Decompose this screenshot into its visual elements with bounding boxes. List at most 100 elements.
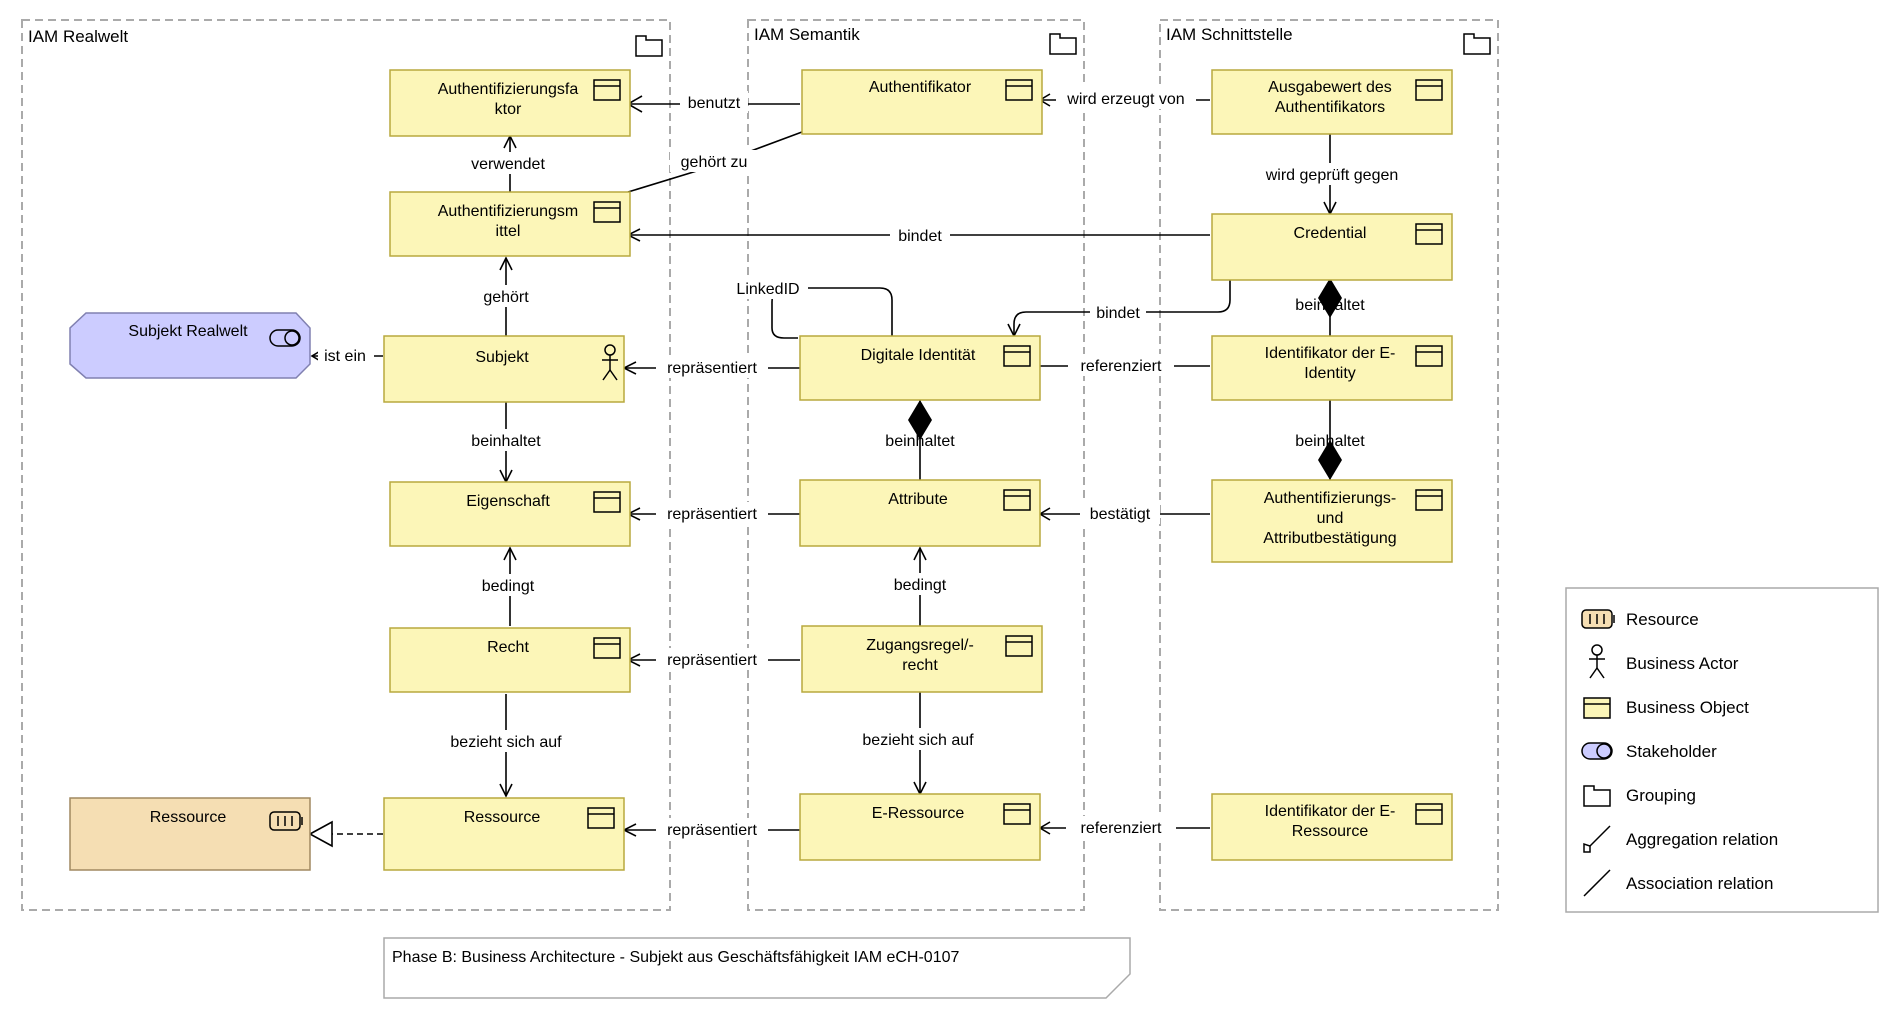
resource-icon — [269, 811, 303, 831]
legend-item-grouping: Grouping — [1583, 785, 1696, 807]
grouping-icon — [1049, 33, 1077, 55]
legend-label: Business Actor — [1626, 654, 1739, 673]
relation-label: beinhaltet — [1295, 433, 1365, 450]
relation-label: wird erzeugt von — [1066, 91, 1184, 108]
relation-label: ist ein — [324, 348, 366, 365]
element-identifikator-e-ressource[interactable]: Identifikator der E- Ressource — [1211, 793, 1453, 861]
legend-label: Business Object — [1626, 698, 1749, 717]
element-e-ressource[interactable]: E-Ressource — [799, 793, 1041, 861]
relation-label: bedingt — [482, 578, 535, 595]
legend-label: Stakeholder — [1626, 742, 1717, 761]
relation-label: repräsentiert — [667, 360, 757, 377]
caption-note: Phase B: Business Architecture - Subjekt… — [383, 937, 1131, 999]
element-label: Subjekt Realwelt — [128, 323, 248, 340]
relation-label: referenziert — [1081, 820, 1162, 837]
stakeholder-icon — [1581, 742, 1613, 760]
relation-label: bezieht sich auf — [862, 732, 974, 749]
relation-label: repräsentiert — [667, 822, 757, 839]
legend-label: Resource — [1626, 610, 1699, 629]
element-label: E-Ressource — [872, 805, 965, 822]
element-label: und — [1317, 510, 1344, 527]
element-eigenschaft[interactable]: Eigenschaft — [389, 481, 631, 547]
element-label: Identifikator der E- — [1265, 803, 1396, 820]
element-label: Attributbestätigung — [1263, 530, 1396, 547]
element-label: Eigenschaft — [466, 493, 550, 510]
element-zugangsregel[interactable]: Zugangsregel/- recht — [801, 625, 1043, 693]
legend: Resource Business Actor Business Object — [1565, 587, 1879, 913]
element-label: Ressource — [464, 809, 541, 826]
element-label: Recht — [487, 639, 529, 656]
aggregation-relation-icon — [1583, 825, 1611, 853]
relation-label: referenziert — [1081, 358, 1162, 375]
resource-icon — [1581, 609, 1615, 629]
arrow-head — [913, 546, 927, 561]
element-label: Ressource — [1292, 823, 1369, 840]
legend-label: Aggregation relation — [1626, 830, 1778, 849]
element-identifikator-e-identity[interactable]: Identifikator der E- Identity — [1211, 335, 1453, 401]
relation-label: bezieht sich auf — [450, 734, 562, 751]
element-credential[interactable]: Credential — [1211, 213, 1453, 281]
relation-label: verwendet — [471, 156, 545, 173]
arrow-head — [499, 256, 513, 271]
element-label: Identity — [1304, 365, 1356, 382]
aggregation-diamond — [908, 400, 932, 440]
element-label: Authentifikator — [869, 79, 972, 96]
element-subjekt-realwelt[interactable]: Subjekt Realwelt — [69, 312, 311, 379]
relation-label: bindet — [898, 228, 942, 245]
legend-item-association-relation: Association relation — [1583, 869, 1773, 897]
element-label: Ausgabewert des — [1268, 79, 1392, 96]
legend-item-business-object: Business Object — [1583, 697, 1749, 719]
element-label: Digitale Identität — [861, 347, 976, 364]
group-schnittstelle[interactable]: IAM Schnittstelle — [1159, 19, 1499, 911]
business-actor-icon — [602, 344, 618, 381]
element-label: Authentifikators — [1275, 99, 1385, 116]
business-actor-icon — [1589, 644, 1605, 679]
element-subjekt[interactable]: Subjekt — [383, 335, 625, 403]
relation-label: beinhaltet — [1295, 297, 1365, 314]
relation-label: beinhaltet — [471, 433, 541, 450]
legend-item-stakeholder: Stakeholder — [1581, 742, 1717, 761]
element-bestaetigung[interactable]: Authentifizierungs- und Attributbestätig… — [1211, 479, 1453, 563]
relation-label: bestätigt — [1090, 506, 1151, 523]
element-label: ittel — [496, 223, 521, 240]
association-relation-icon — [1583, 869, 1611, 897]
element-authentifikator[interactable]: Authentifikator — [801, 69, 1043, 135]
group-semantik-label: IAM Semantik — [754, 25, 860, 44]
grouping-icon — [1583, 785, 1611, 807]
arrow-head — [503, 546, 517, 561]
legend-label: Association relation — [1626, 874, 1773, 893]
group-realwelt[interactable]: IAM Realwelt — [21, 19, 671, 911]
relation-label: bindet — [1096, 305, 1140, 322]
stakeholder-icon — [269, 329, 301, 347]
group-realwelt-label: IAM Realwelt — [28, 27, 128, 46]
element-authentifizierungsfaktor[interactable]: Authentifizierungsfa ktor — [389, 69, 631, 137]
element-digitale-identitaet[interactable]: Digitale Identität — [799, 335, 1041, 401]
element-label: Authentifizierungsm — [438, 203, 579, 220]
element-label: Attribute — [888, 491, 948, 508]
relation-label: benutzt — [688, 95, 741, 112]
element-ausgabewert[interactable]: Ausgabewert des Authentifikators — [1211, 69, 1453, 135]
element-ressource-resource[interactable]: Ressource — [69, 797, 311, 871]
grouping-icon — [1463, 33, 1491, 55]
element-authentifizierungsmittel[interactable]: Authentifizierungsm ittel — [389, 191, 631, 257]
element-label: Identifikator der E- — [1265, 345, 1396, 362]
element-label: Subjekt — [475, 349, 529, 366]
grouping-icon — [635, 35, 663, 57]
arrow-head — [499, 783, 513, 798]
aggregation-diamond — [1318, 278, 1342, 318]
element-label: Zugangsregel/- — [866, 637, 974, 654]
relation-label: wird geprüft gegen — [1265, 167, 1399, 184]
element-label: Authentifizierungsfa — [438, 81, 579, 98]
element-label: Credential — [1294, 225, 1367, 242]
relation-label: gehört zu — [681, 154, 748, 171]
relation-label: bedingt — [894, 577, 947, 594]
legend-item-aggregation-relation: Aggregation relation — [1583, 825, 1778, 853]
legend-item-resource: Resource — [1581, 609, 1699, 629]
element-recht[interactable]: Recht — [389, 627, 631, 693]
relation-label: LinkedID — [736, 281, 799, 298]
element-attribute[interactable]: Attribute — [799, 479, 1041, 547]
group-semantik[interactable]: IAM Semantik — [747, 19, 1085, 911]
aggregation-diamond — [1318, 440, 1342, 480]
element-ressource-business-object[interactable]: Ressource — [383, 797, 625, 871]
